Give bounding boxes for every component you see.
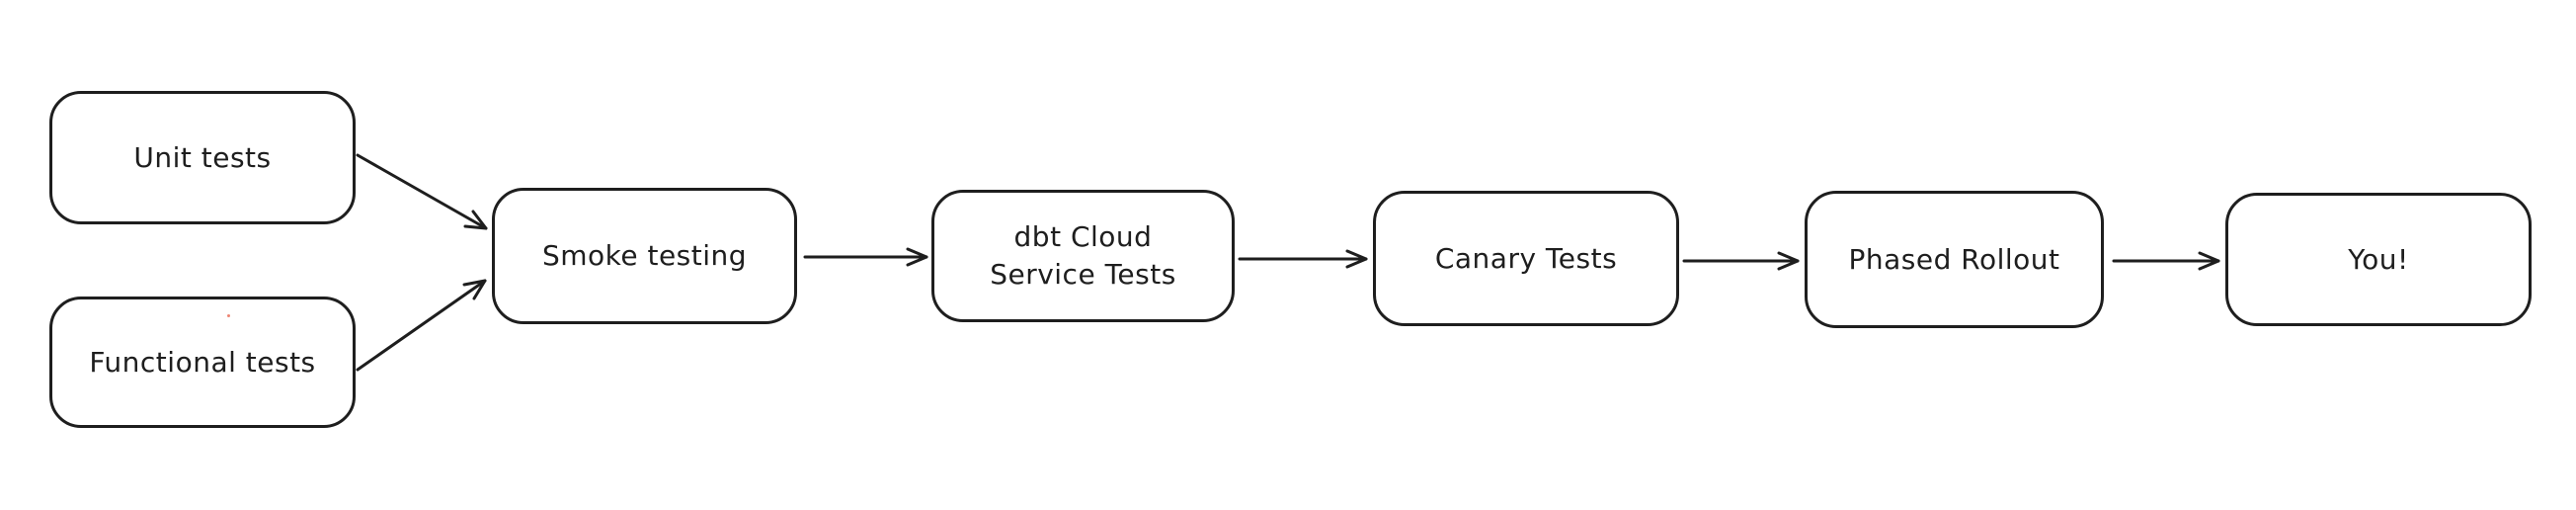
node-canary-tests-label: Canary Tests	[1434, 241, 1618, 275]
node-you: You!	[2225, 193, 2532, 326]
node-phased-rollout: Phased Rollout	[1805, 191, 2104, 328]
node-functional-tests-label: Functional tests	[89, 345, 316, 379]
edge-unit-tests-to-smoke-testing	[356, 153, 488, 230]
edge-functional-tests-to-smoke-testing	[356, 279, 487, 372]
edge-smoke-testing-to-dbt-cloud-service-tests	[803, 247, 928, 267]
node-smoke-testing: Smoke testing	[492, 188, 797, 324]
arrowhead-icon	[1345, 249, 1368, 269]
arrowhead-icon	[462, 279, 487, 300]
edge-phased-rollout-to-you	[2112, 251, 2220, 271]
arrowhead-icon	[906, 247, 928, 267]
edge-dbt-cloud-service-tests-to-canary-tests	[1238, 249, 1368, 269]
arrowhead-icon	[1777, 251, 1800, 271]
node-canary-tests: Canary Tests	[1373, 191, 1679, 326]
node-functional-tests: Functional tests	[49, 297, 356, 428]
arrowhead-icon	[463, 210, 488, 230]
stray-red-dot	[227, 314, 230, 317]
node-smoke-testing-label: Smoke testing	[541, 239, 748, 273]
node-phased-rollout-label: Phased Rollout	[1848, 242, 2060, 276]
node-dbt-cloud-service-tests-label: dbt Cloud Service Tests	[990, 220, 1176, 291]
node-dbt-cloud-service-tests: dbt Cloud Service Tests	[931, 190, 1235, 322]
arrowhead-icon	[2198, 251, 2220, 271]
node-unit-tests: Unit tests	[49, 91, 356, 224]
node-unit-tests-label: Unit tests	[133, 140, 272, 174]
edge-canary-tests-to-phased-rollout	[1682, 251, 1800, 271]
node-you-label: You!	[2348, 242, 2409, 276]
